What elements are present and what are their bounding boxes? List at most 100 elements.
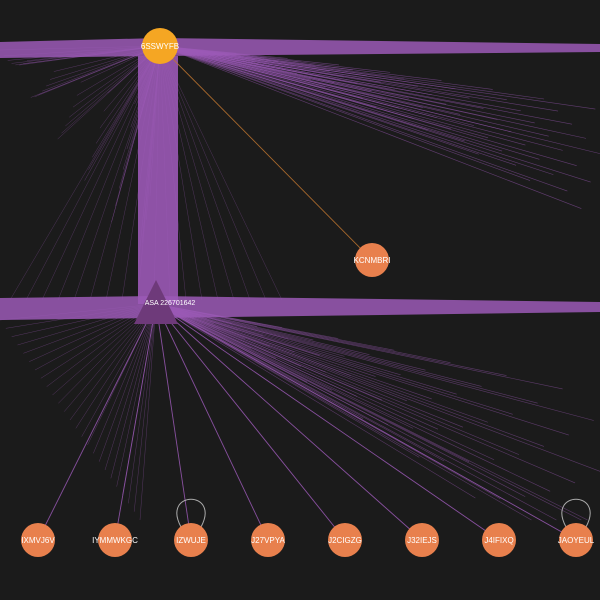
- fan-edge: [159, 45, 489, 139]
- edge: [155, 303, 577, 541]
- fan-edge: [155, 303, 600, 472]
- edge: [159, 45, 373, 261]
- circle-node-shape[interactable]: [142, 28, 178, 64]
- fan-edge: [155, 303, 582, 521]
- edge: [155, 303, 346, 541]
- node-label: IYMMWKGC: [92, 536, 138, 545]
- node-label: J4IFIXQ: [484, 536, 513, 545]
- fan-edge: [75, 303, 157, 429]
- fan-edge: [159, 45, 554, 175]
- fan-edge: [104, 303, 157, 471]
- node-kcnmbri[interactable]: KCNMBRI: [354, 243, 391, 277]
- fan-edge: [159, 45, 535, 124]
- edge: [37, 303, 157, 541]
- self-loop-edge: [176, 498, 206, 528]
- node-ixmvj6v[interactable]: IXMVJ6V: [21, 523, 55, 557]
- fan-edge: [116, 303, 157, 487]
- fan-edge: [159, 45, 587, 139]
- fan-edge: [25, 45, 161, 301]
- fan-edge: [155, 303, 414, 429]
- fan-edge: [155, 303, 594, 421]
- fan-edge: [155, 303, 439, 430]
- node-label: IZWUJE: [176, 536, 206, 545]
- fan-edge: [155, 303, 513, 415]
- fan-edge: [159, 45, 521, 112]
- node-j32iejs[interactable]: J32IEJS: [405, 523, 439, 557]
- fan-edge: [155, 303, 538, 404]
- fan-edge: [159, 45, 549, 137]
- fan-edge: [155, 303, 551, 492]
- node-label: J27VPYA: [251, 536, 285, 545]
- fan-edge: [139, 303, 157, 521]
- node-label: J2CIGZG: [328, 536, 362, 545]
- edge: [155, 303, 500, 541]
- node-top-hub[interactable]: 6SSWYFB: [141, 28, 179, 64]
- fan-edge: [155, 303, 545, 447]
- fan-edge: [155, 303, 576, 484]
- circle-node-shape[interactable]: [482, 523, 516, 557]
- fan-edge: [155, 303, 495, 460]
- circle-node-shape[interactable]: [559, 523, 593, 557]
- fan-edge: [159, 45, 503, 152]
- fan-edge: [159, 45, 600, 154]
- node-jaoyeul[interactable]: JAOYEUL: [558, 523, 595, 557]
- fan-edge: [159, 45, 540, 160]
- fan-edge: [155, 303, 488, 423]
- fan-edge: [159, 45, 526, 146]
- fan-edge: [159, 45, 596, 110]
- edge-layer: [37, 45, 591, 541]
- fan-edge: [93, 303, 157, 454]
- node-izwuje[interactable]: IZWUJE: [174, 523, 208, 557]
- circle-node-shape[interactable]: [98, 523, 132, 557]
- heavy-edge: [138, 56, 178, 304]
- fan-edge: [81, 303, 157, 437]
- node-label: ASA 226701642: [145, 300, 196, 307]
- fan-edge: [9, 45, 161, 301]
- fan-edge: [155, 303, 407, 402]
- circle-node-shape[interactable]: [21, 523, 55, 557]
- fan-edge: [110, 303, 157, 479]
- circle-node-shape[interactable]: [405, 523, 439, 557]
- fan-edge: [159, 45, 517, 166]
- node-j2cigzg[interactable]: J2CIGZG: [328, 523, 362, 557]
- fan-edge: [155, 303, 557, 521]
- fan-edge: [155, 303, 588, 521]
- circle-node-shape[interactable]: [328, 523, 362, 557]
- node-label: KCNMBRI: [354, 256, 391, 265]
- fan-edge: [159, 45, 568, 192]
- fan-edge: [98, 303, 157, 462]
- fan-edge: [159, 45, 563, 151]
- node-label: J32IEJS: [407, 536, 437, 545]
- circle-node-shape[interactable]: [251, 523, 285, 557]
- fan-edge: [159, 45, 577, 166]
- edge: [155, 303, 269, 541]
- triangle-node-shape[interactable]: [134, 280, 178, 324]
- fan-edge: [159, 45, 573, 125]
- fan-edge: [159, 45, 283, 301]
- fan-edge: [128, 303, 157, 504]
- fan-edge: [155, 303, 476, 499]
- node-j4ifixq[interactable]: J4IFIXQ: [482, 523, 516, 557]
- circle-node-shape[interactable]: [355, 243, 389, 277]
- fan-edge: [155, 303, 482, 387]
- fan-edge: [159, 45, 531, 181]
- self-loop-edge: [561, 498, 591, 528]
- fan-edge: [155, 303, 432, 400]
- node-iymmwkgc[interactable]: IYMMWKGC: [92, 523, 138, 557]
- fan-edge: [155, 303, 520, 455]
- circle-node-shape[interactable]: [174, 523, 208, 557]
- node-layer: 6SSWYFB ASA 226701642 KCNMBRI IXMVJ6V IYMMWK…: [21, 28, 595, 557]
- fan-edge: [155, 303, 569, 436]
- fan-edge: [155, 303, 526, 497]
- fan-edge: [155, 303, 532, 521]
- fan-edge: [155, 303, 457, 395]
- fan-edge: [159, 45, 559, 112]
- node-j27vpya[interactable]: J27VPYA: [251, 523, 285, 557]
- node-middle-hub[interactable]: ASA 226701642: [134, 280, 195, 324]
- fan-edge: [159, 45, 591, 183]
- node-label: IXMVJ6V: [21, 536, 55, 545]
- fan-edge: [159, 45, 582, 209]
- fan-edge: [155, 303, 563, 390]
- edge: [155, 303, 423, 541]
